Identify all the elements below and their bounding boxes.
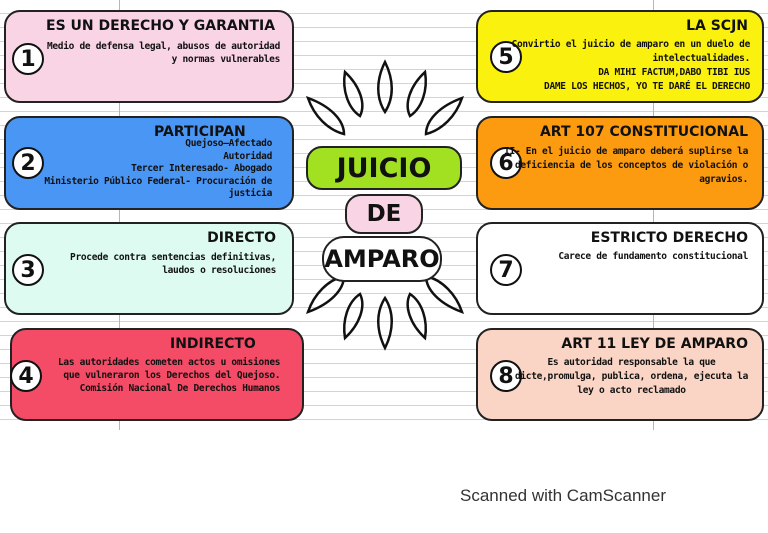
box-1-text: Medio de defensa legal, abusos de autori… [46,41,280,65]
number-badge-6: 6 [490,147,522,179]
box-2-title: PARTICIPAN [154,124,246,140]
box-4-title: INDIRECTO [170,336,256,352]
number-badge-2: 2 [12,147,44,179]
box-1-derecho-garantia: 1 ES UN DERECHO Y GARANTIA Medio de defe… [4,10,294,103]
box-8-title: ART 11 LEY DE AMPARO [561,336,748,352]
margin-line-left [119,0,120,430]
box-5-text: Convirtio el juicio de amparo en un duel… [511,39,751,92]
box-7-title: ESTRICTO DERECHO [590,230,748,246]
box-7-text: Carece de fundamento constitucional [558,251,748,262]
box-6-text: II- En el juicio de amparo deberá suplir… [504,146,748,185]
box-5-title: LA SCJN [686,18,748,34]
margin-line-right [653,0,654,430]
box-4-text: Las autoridades cometen actos u omisione… [58,357,281,394]
box-3-directo: 3 DIRECTO Procede contra sentencias defi… [4,222,294,315]
center-rays-decoration [305,59,465,351]
center-title-juicio: JUICIO [306,146,462,190]
number-badge-4: 4 [10,360,42,392]
scanner-watermark-text: Scanned with CamScanner [460,486,667,505]
box-5-la-scjn: 5 LA SCJN Convirtio el juicio de amparo … [476,10,764,103]
box-8-text: Es autoridad responsable la que dicte,pr… [514,357,748,396]
box-3-text: Procede contra sentencias definitivas, l… [70,252,276,276]
number-badge-7: 7 [490,254,522,286]
box-6-art-107: 6 ART 107 CONSTITUCIONAL II- En el juici… [476,116,764,210]
number-badge-1: 1 [12,43,44,75]
number-badge-8: 8 [490,360,522,392]
number-badge-5: 5 [490,41,522,73]
box-4-indirecto: 4 INDIRECTO Las autoridades cometen acto… [10,328,304,421]
center-title-de: DE [345,194,423,234]
box-2-participan: 2 PARTICIPAN Quejoso—Afectado Autoridad … [4,116,294,210]
box-7-estricto-derecho: 7 ESTRICTO DERECHO Carece de fundamento … [476,222,764,315]
number-badge-3: 3 [12,254,44,286]
box-1-title: ES UN DERECHO Y GARANTIA [46,18,276,34]
box-6-title: ART 107 CONSTITUCIONAL [539,124,748,140]
box-8-art-11-ley-amparo: 8 ART 11 LEY DE AMPARO Es autoridad resp… [476,328,764,421]
box-2-text: Quejoso—Afectado Autoridad Tercer Intere… [44,138,272,200]
center-title-amparo: AMPARO [322,236,442,282]
box-3-title: DIRECTO [207,230,276,246]
